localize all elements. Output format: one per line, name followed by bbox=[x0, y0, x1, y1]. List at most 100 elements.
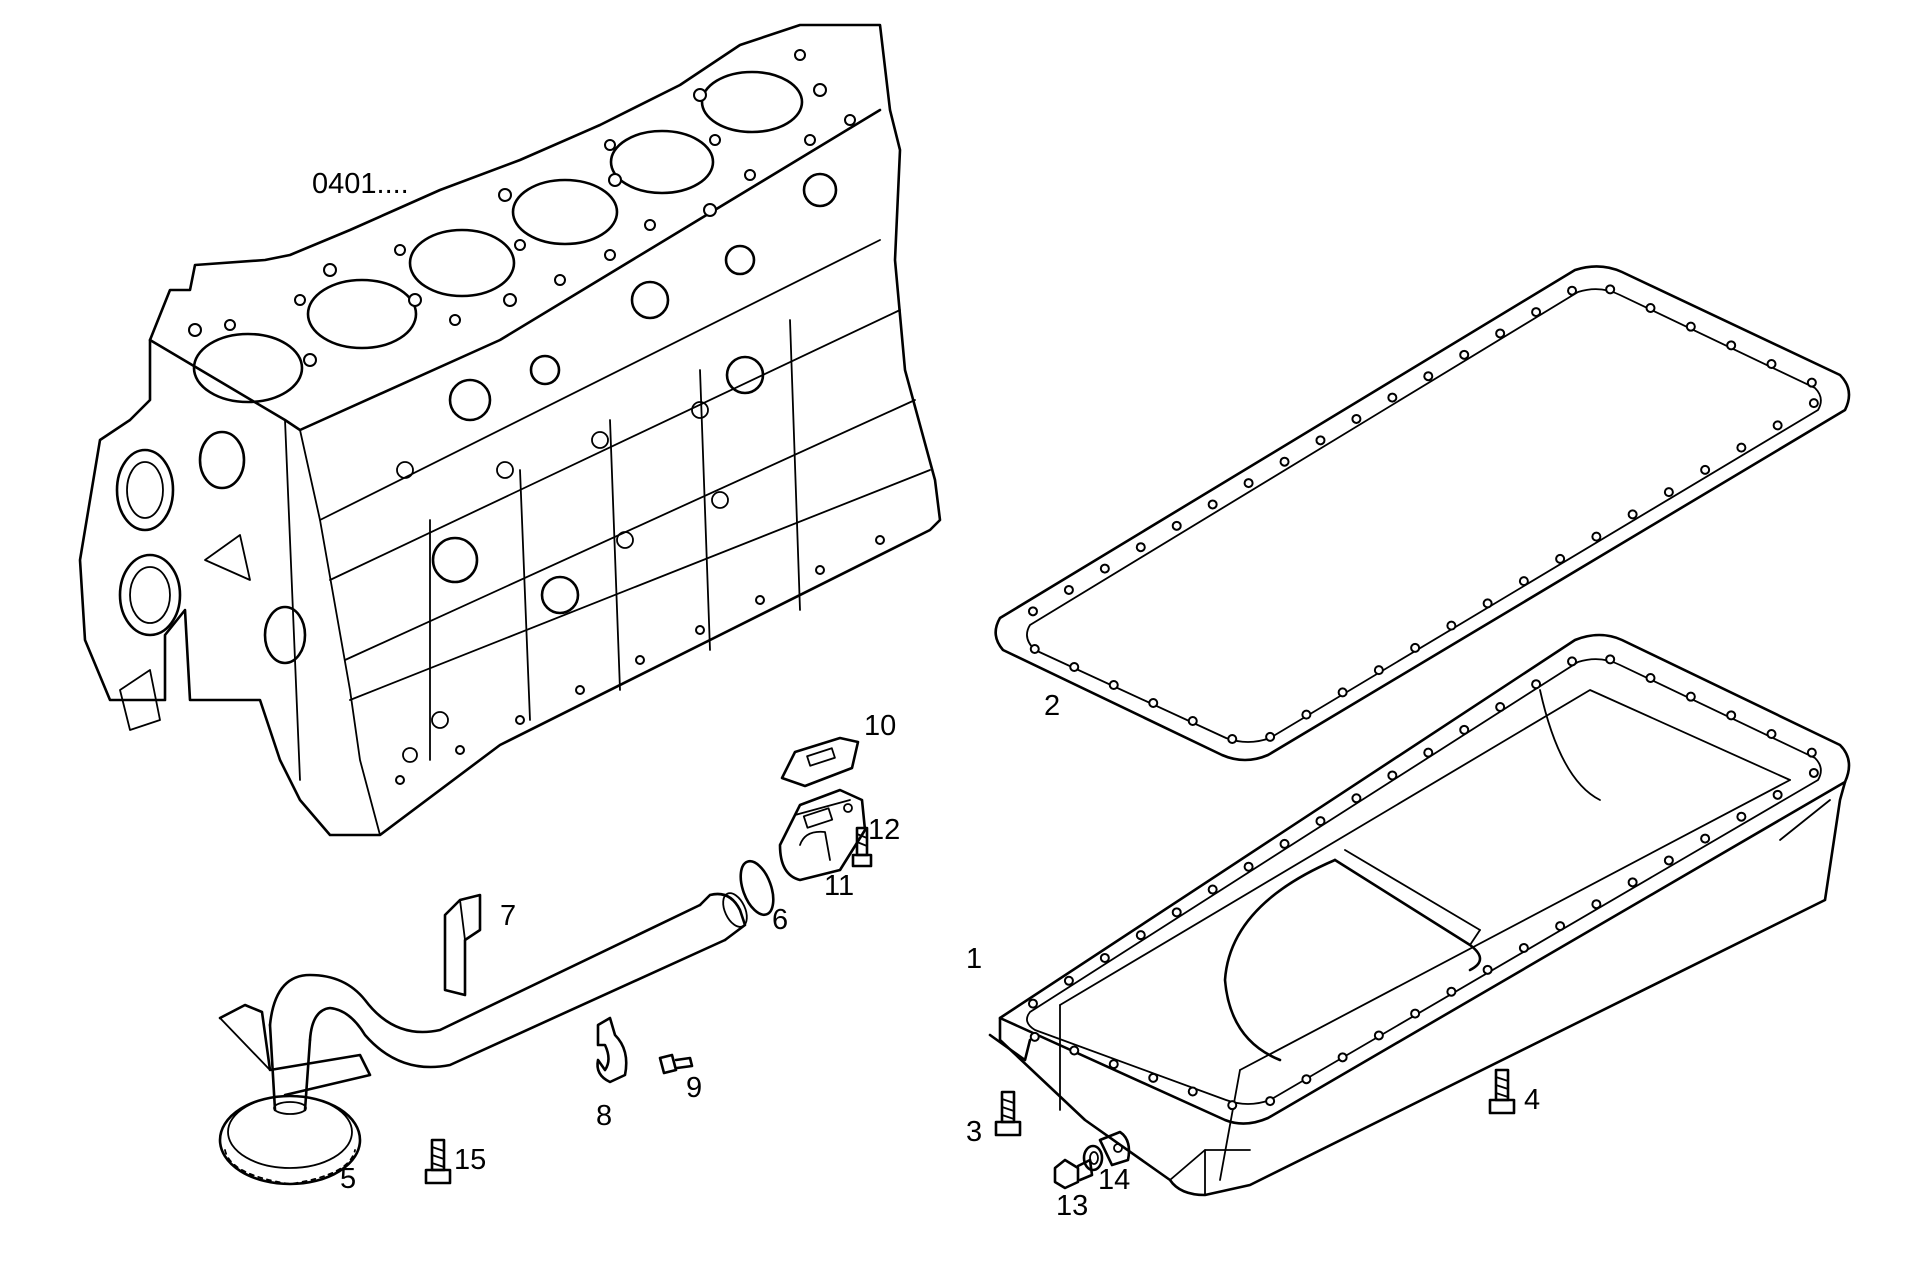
flange-bolt-hole bbox=[1171, 907, 1182, 918]
flange-bolt-hole bbox=[1099, 952, 1110, 963]
flange-bolt-hole bbox=[1518, 576, 1529, 587]
flange-bolt-hole bbox=[1029, 644, 1040, 654]
flange-bolt-hole bbox=[1315, 816, 1326, 827]
flange-bolt-hole bbox=[1808, 767, 1819, 778]
flange-bolt-hole bbox=[1531, 679, 1542, 690]
oil-pickup-strainer bbox=[218, 892, 748, 1186]
callout-2: 2 bbox=[1044, 690, 1061, 722]
flange-bolt-hole bbox=[1482, 964, 1493, 975]
flange-bolt-hole bbox=[1531, 307, 1542, 318]
callout-8: 8 bbox=[596, 1100, 613, 1132]
tube-clamp bbox=[596, 1016, 628, 1084]
flange-bolt-hole bbox=[1459, 349, 1470, 360]
callout-3: 3 bbox=[966, 1116, 983, 1148]
flange-bolt-hole bbox=[1736, 442, 1747, 453]
flange-bolt-hole bbox=[1663, 487, 1674, 498]
outlet-elbow bbox=[778, 788, 867, 882]
flange-bolt-hole bbox=[1027, 606, 1038, 617]
flange-bolt-hole bbox=[1063, 584, 1074, 595]
reference-label: 0401.... bbox=[312, 168, 409, 200]
callout-14: 14 bbox=[1098, 1164, 1131, 1196]
flange-bolt-hole bbox=[1187, 1086, 1198, 1097]
flange-bolt-hole bbox=[1772, 420, 1783, 431]
bolt-12 bbox=[851, 826, 873, 868]
flange-bolt-hole bbox=[1279, 456, 1290, 467]
flange-bolt-hole bbox=[1387, 392, 1398, 403]
callout-5: 5 bbox=[340, 1163, 357, 1195]
flange-bolt-hole bbox=[1627, 509, 1638, 520]
flange-bolt-hole bbox=[1766, 729, 1777, 739]
flange-bolt-hole bbox=[1187, 716, 1198, 726]
flange-bolt-hole bbox=[1337, 687, 1348, 698]
callout-9: 9 bbox=[686, 1072, 703, 1104]
support-bracket bbox=[443, 893, 482, 997]
callout-4: 4 bbox=[1524, 1084, 1541, 1116]
flange-bolt-hole bbox=[1726, 340, 1737, 351]
flange-bolt-hole bbox=[1605, 284, 1616, 295]
flange-bolt-hole bbox=[1171, 520, 1182, 531]
flange-bolt-hole bbox=[1808, 398, 1819, 409]
flange-bolt-hole bbox=[1337, 1052, 1348, 1063]
flange-bolt-hole bbox=[1567, 656, 1578, 667]
flange-bolt-hole bbox=[1482, 598, 1493, 609]
flange-bolt-hole bbox=[1518, 942, 1529, 953]
flange-bolt-hole bbox=[1279, 838, 1290, 849]
flange-bolt-hole bbox=[1700, 833, 1711, 844]
callout-15: 15 bbox=[454, 1144, 487, 1176]
flange-bolt-hole bbox=[1148, 698, 1159, 708]
bolt-15 bbox=[424, 1138, 452, 1185]
sealing-washer bbox=[1082, 1144, 1104, 1172]
flange-bolt-hole bbox=[1591, 899, 1602, 910]
flange-bolt-hole bbox=[1806, 377, 1817, 388]
callout-7: 7 bbox=[500, 900, 517, 932]
flange-gasket bbox=[780, 736, 860, 788]
flange-bolt-hole bbox=[1645, 303, 1656, 313]
flange-bolt-hole bbox=[1685, 321, 1696, 332]
flange-bolt-hole bbox=[1315, 435, 1326, 446]
flange-bolt-hole bbox=[1423, 371, 1434, 382]
flange-bolt-hole bbox=[1446, 620, 1457, 631]
flange-bolt-hole bbox=[1555, 921, 1566, 932]
flange-bolt-hole bbox=[1148, 1072, 1159, 1083]
flange-bolt-hole bbox=[1351, 793, 1362, 804]
flange-bolt-hole bbox=[1373, 1030, 1384, 1041]
flange-bolt-hole bbox=[1135, 542, 1146, 553]
flange-bolt-hole bbox=[1351, 413, 1362, 424]
oil-pan-gasket bbox=[994, 265, 1851, 762]
flange-bolt-hole bbox=[1645, 673, 1656, 683]
flange-bolt-hole bbox=[1423, 747, 1434, 758]
flange-bolt-hole bbox=[1663, 855, 1674, 866]
flange-bolt-hole bbox=[1207, 884, 1218, 895]
o-ring bbox=[739, 859, 775, 917]
flange-bolt-hole bbox=[1555, 553, 1566, 564]
flange-bolt-hole bbox=[1685, 691, 1696, 702]
flange-bolt-hole bbox=[1029, 1031, 1040, 1042]
flange-bolt-hole bbox=[1243, 478, 1254, 489]
flange-bolt-hole bbox=[1410, 642, 1421, 653]
flange-bolt-hole bbox=[1495, 702, 1506, 713]
flange-bolt-hole bbox=[1459, 724, 1470, 735]
bolt-3 bbox=[994, 1090, 1022, 1137]
flange-bolt-hole bbox=[1446, 986, 1457, 997]
flange-bolt-hole bbox=[1243, 861, 1254, 872]
screw-9 bbox=[658, 1053, 694, 1075]
flange-bolt-hole bbox=[1301, 709, 1312, 720]
flange-bolt-hole bbox=[1387, 770, 1398, 781]
callout-6: 6 bbox=[772, 904, 789, 936]
flange-bolt-hole bbox=[1063, 975, 1074, 986]
flange-bolt-hole bbox=[1069, 662, 1080, 672]
flange-bolt-hole bbox=[1227, 734, 1238, 744]
callout-12: 12 bbox=[868, 814, 901, 846]
flange-bolt-hole bbox=[1265, 731, 1276, 742]
flange-bolt-hole bbox=[1567, 285, 1578, 296]
bolt-4 bbox=[1488, 1068, 1516, 1115]
flange-bolt-hole bbox=[1772, 789, 1783, 800]
callout-10: 10 bbox=[864, 710, 897, 742]
flange-bolt-hole bbox=[1108, 680, 1119, 690]
flange-bolt-hole bbox=[1301, 1074, 1312, 1085]
flange-bolt-hole bbox=[1627, 877, 1638, 888]
flange-bolt-hole bbox=[1069, 1045, 1080, 1056]
flange-bolt-hole bbox=[1410, 1008, 1421, 1019]
flange-bolt-hole bbox=[1766, 359, 1777, 369]
